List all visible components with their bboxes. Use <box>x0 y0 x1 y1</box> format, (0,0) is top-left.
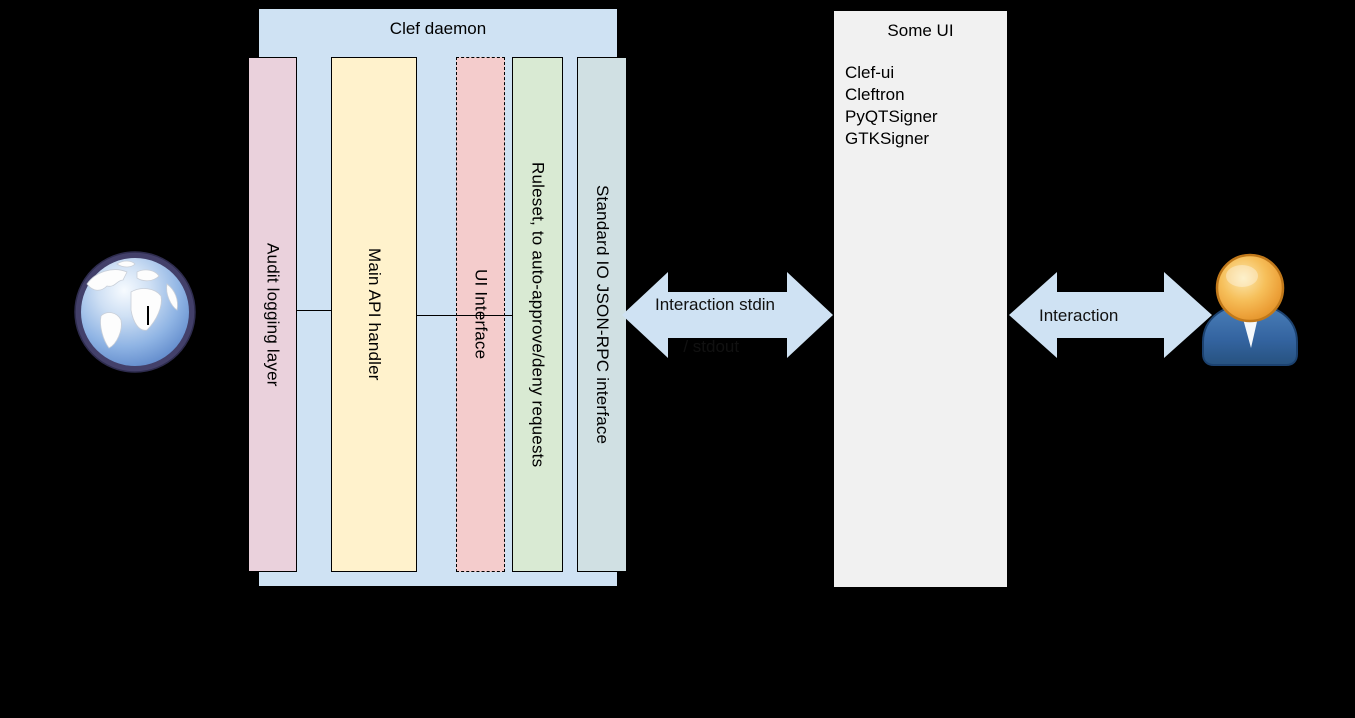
bar-ui-interface-label: UI Interface <box>471 269 491 360</box>
some-ui-item: PyQTSigner <box>845 107 938 126</box>
stdio-arrow-label-line1: Interaction stdin <box>655 295 776 314</box>
bar-stdio-jsonrpc-label: Standard IO JSON-RPC interface <box>593 184 612 445</box>
some-ui-item: Clef-ui <box>845 63 895 82</box>
some-ui-item: Cleftron <box>845 85 905 104</box>
bar-ruleset-label: Ruleset, to auto-approve/deny requests <box>528 161 548 468</box>
some-ui-list: Clef-ui Cleftron PyQTSigner GTKSigner <box>845 62 938 150</box>
audit-to-api-connector-line <box>297 310 331 311</box>
bar-audit-logging: Audit logging layer <box>248 57 297 572</box>
globe-connector-line <box>147 306 149 325</box>
user-interaction-arrow: Interaction <box>1009 272 1212 358</box>
some-ui-item: GTKSigner <box>845 129 930 148</box>
bar-ruleset: Ruleset, to auto-approve/deny requests <box>512 57 563 572</box>
clef-daemon-title: Clef daemon <box>389 19 487 38</box>
globe-icon <box>74 251 196 373</box>
bar-main-api-handler-label: Main API handler <box>365 248 384 381</box>
stdio-interaction-arrow: Interaction stdin / stdout <box>622 272 833 358</box>
stdio-interaction-arrow-shape <box>622 272 833 358</box>
user-interaction-arrow-shape <box>1009 272 1212 358</box>
bar-main-api-handler: Main API handler <box>331 57 417 572</box>
bar-stdio-jsonrpc: Standard IO JSON-RPC interface <box>577 57 627 572</box>
bar-ui-interface: UI Interface <box>456 57 505 572</box>
stdio-arrow-label-line2: / stdout <box>683 337 740 356</box>
bar-audit-logging-label: Audit logging layer <box>263 242 283 387</box>
api-to-ruleset-connector-line <box>417 315 513 316</box>
user-icon <box>1202 253 1298 366</box>
stdio-interaction-arrow-label: Interaction stdin / stdout <box>655 294 775 378</box>
some-ui-box <box>833 10 1008 588</box>
clef-daemon-box <box>258 8 618 587</box>
some-ui-title: Some UI <box>887 21 954 40</box>
user-interaction-arrow-label: Interaction <box>1039 306 1119 325</box>
